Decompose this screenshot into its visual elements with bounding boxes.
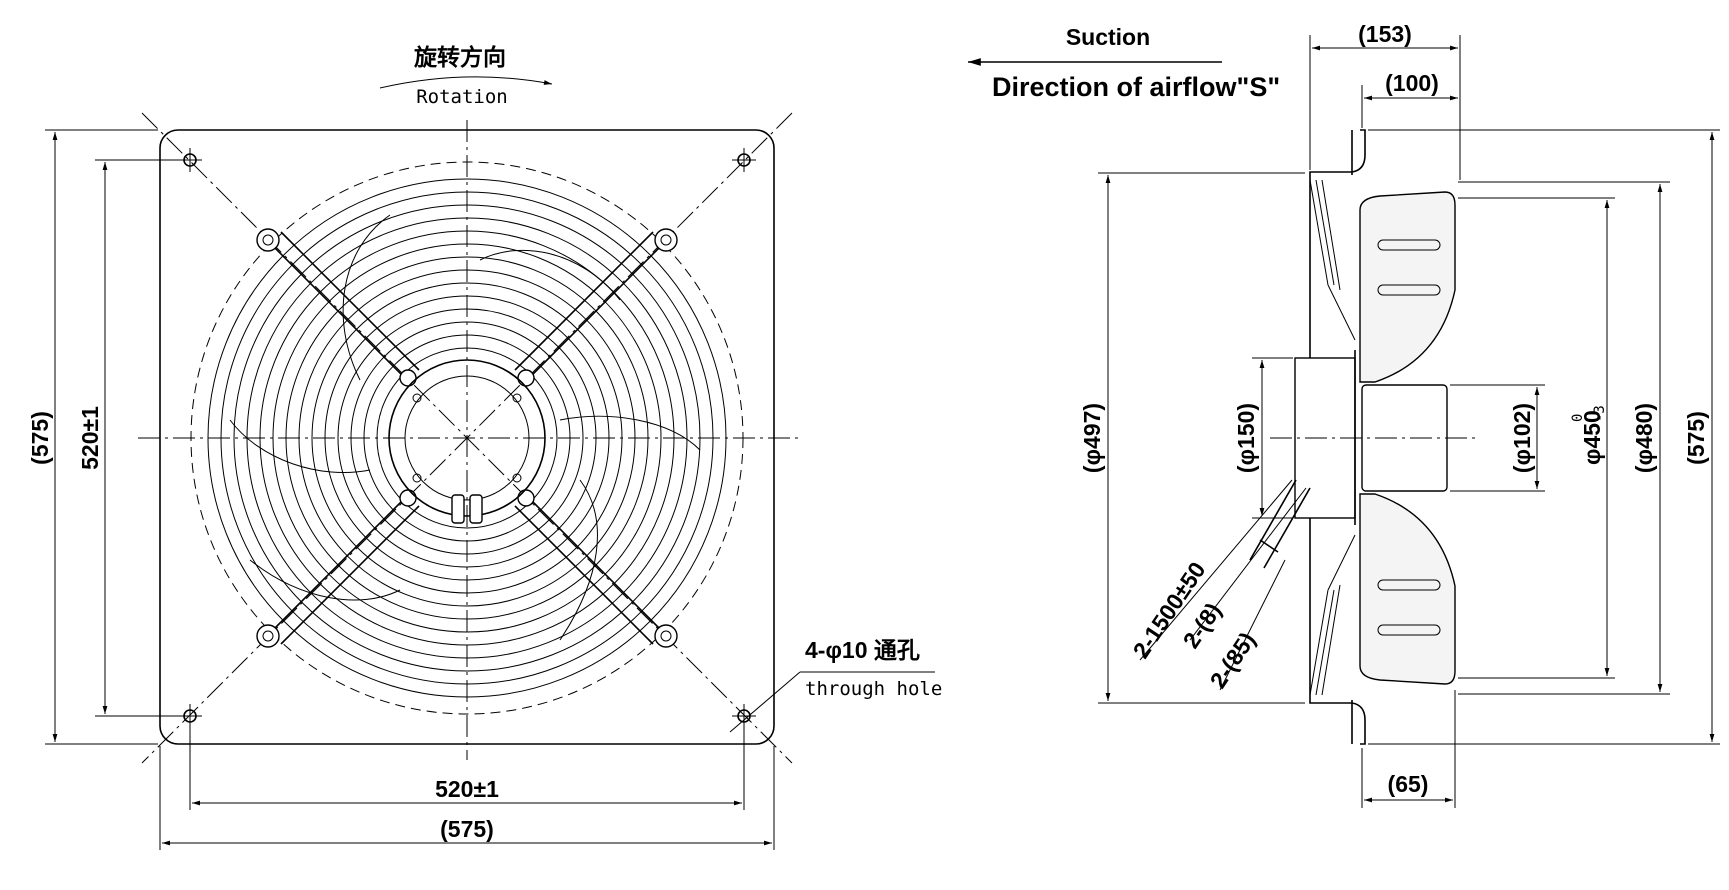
guard-ring <box>350 321 584 555</box>
guard-struts <box>269 231 665 645</box>
suction-label: Suction <box>1066 24 1150 50</box>
guard-ring <box>311 282 623 594</box>
svg-text:(φ497): (φ497) <box>1079 403 1105 473</box>
dim-width-holes: 520±1 <box>189 722 745 810</box>
strut-bolts <box>256 228 678 648</box>
guard-ring <box>272 243 662 633</box>
blade-curve-1 <box>342 214 391 381</box>
dim-phi480: (φ480) <box>1458 181 1670 695</box>
guard-ring <box>324 295 610 581</box>
rotation-arrow <box>379 76 553 89</box>
svg-text:(575): (575) <box>440 816 494 842</box>
svg-text:520±1: 520±1 <box>77 406 103 470</box>
dim-153: (153) <box>1309 21 1461 180</box>
guard-ring <box>233 204 701 672</box>
svg-text:(575): (575) <box>27 411 53 465</box>
svg-text:φ450: φ450 <box>1579 410 1605 465</box>
svg-text:2-(85): 2-(85) <box>1205 627 1261 692</box>
svg-text:(φ102): (φ102) <box>1509 403 1535 473</box>
guard-ring <box>259 230 675 646</box>
dim-phi150: (φ150) <box>1233 357 1293 519</box>
cable-callouts: 2-1500±50 2-(8) 2-(85) <box>1128 479 1307 693</box>
guard-side-profile <box>1309 179 1356 696</box>
svg-text:(100): (100) <box>1385 70 1439 96</box>
guard-rings <box>207 178 727 698</box>
cable-glands-front <box>451 494 483 524</box>
rotation-label-en: Rotation <box>416 86 508 108</box>
svg-text:(575): (575) <box>1683 411 1709 465</box>
dim-100: (100) <box>1361 70 1458 128</box>
svg-text:4-φ10 通孔: 4-φ10 通孔 <box>805 637 920 663</box>
airflow-label: Direction of airflow"S" <box>992 72 1280 102</box>
dim-height-holes: 520±1 <box>77 159 184 717</box>
blade-slots <box>1377 239 1441 636</box>
guard-ring <box>298 269 636 607</box>
svg-text:(φ480): (φ480) <box>1631 403 1657 473</box>
motor-hub-outer <box>388 359 546 517</box>
dim-575-side: (575) <box>1368 129 1720 745</box>
blade-curve-5 <box>229 419 371 474</box>
svg-text:(φ150): (φ150) <box>1233 403 1259 473</box>
guard-ring <box>363 334 571 542</box>
svg-text:(153): (153) <box>1358 21 1412 47</box>
guard-ring <box>376 347 558 529</box>
blade-curve-2 <box>479 249 621 301</box>
svg-text:-3: -3 <box>1592 405 1608 422</box>
guard-ring <box>220 191 714 685</box>
svg-text:520±1: 520±1 <box>435 776 499 802</box>
hole-callout: 4-φ10 通孔 through hole <box>729 637 942 733</box>
blade-curve-6 <box>559 415 701 451</box>
svg-text:0: 0 <box>1570 414 1586 422</box>
dim-phi497: (φ497) <box>1079 172 1305 704</box>
diagonal-centerline-2 <box>141 112 793 764</box>
side-view: Suction Direction of airflow"S" <box>968 21 1720 808</box>
dim-phi450: φ450 0 -3 <box>1458 197 1615 679</box>
dim-65: (65) <box>1361 690 1456 808</box>
svg-text:(65): (65) <box>1388 771 1429 797</box>
blade-upper <box>1359 191 1456 383</box>
cable-exit <box>1249 479 1311 569</box>
hub-screws <box>412 393 522 483</box>
dim-height-outer: (575) <box>27 129 158 745</box>
front-view: 旋转方向 Rotation (575) 520±1 520±1 <box>27 44 942 850</box>
blade-curve-4 <box>249 559 401 601</box>
blade-curve-3 <box>559 479 598 641</box>
guard-ring <box>337 308 597 568</box>
guard-ring <box>207 178 727 698</box>
dim-phi102: (φ102) <box>1450 384 1545 492</box>
guard-outline-dashed <box>190 161 744 715</box>
dim-width-outer: (575) <box>159 746 775 850</box>
motor-hub-inner <box>404 375 530 501</box>
rotation-label-cn: 旋转方向 <box>414 44 506 70</box>
blade-lower <box>1359 493 1456 685</box>
svg-text:through hole: through hole <box>805 678 942 700</box>
guard-ring <box>285 256 649 620</box>
